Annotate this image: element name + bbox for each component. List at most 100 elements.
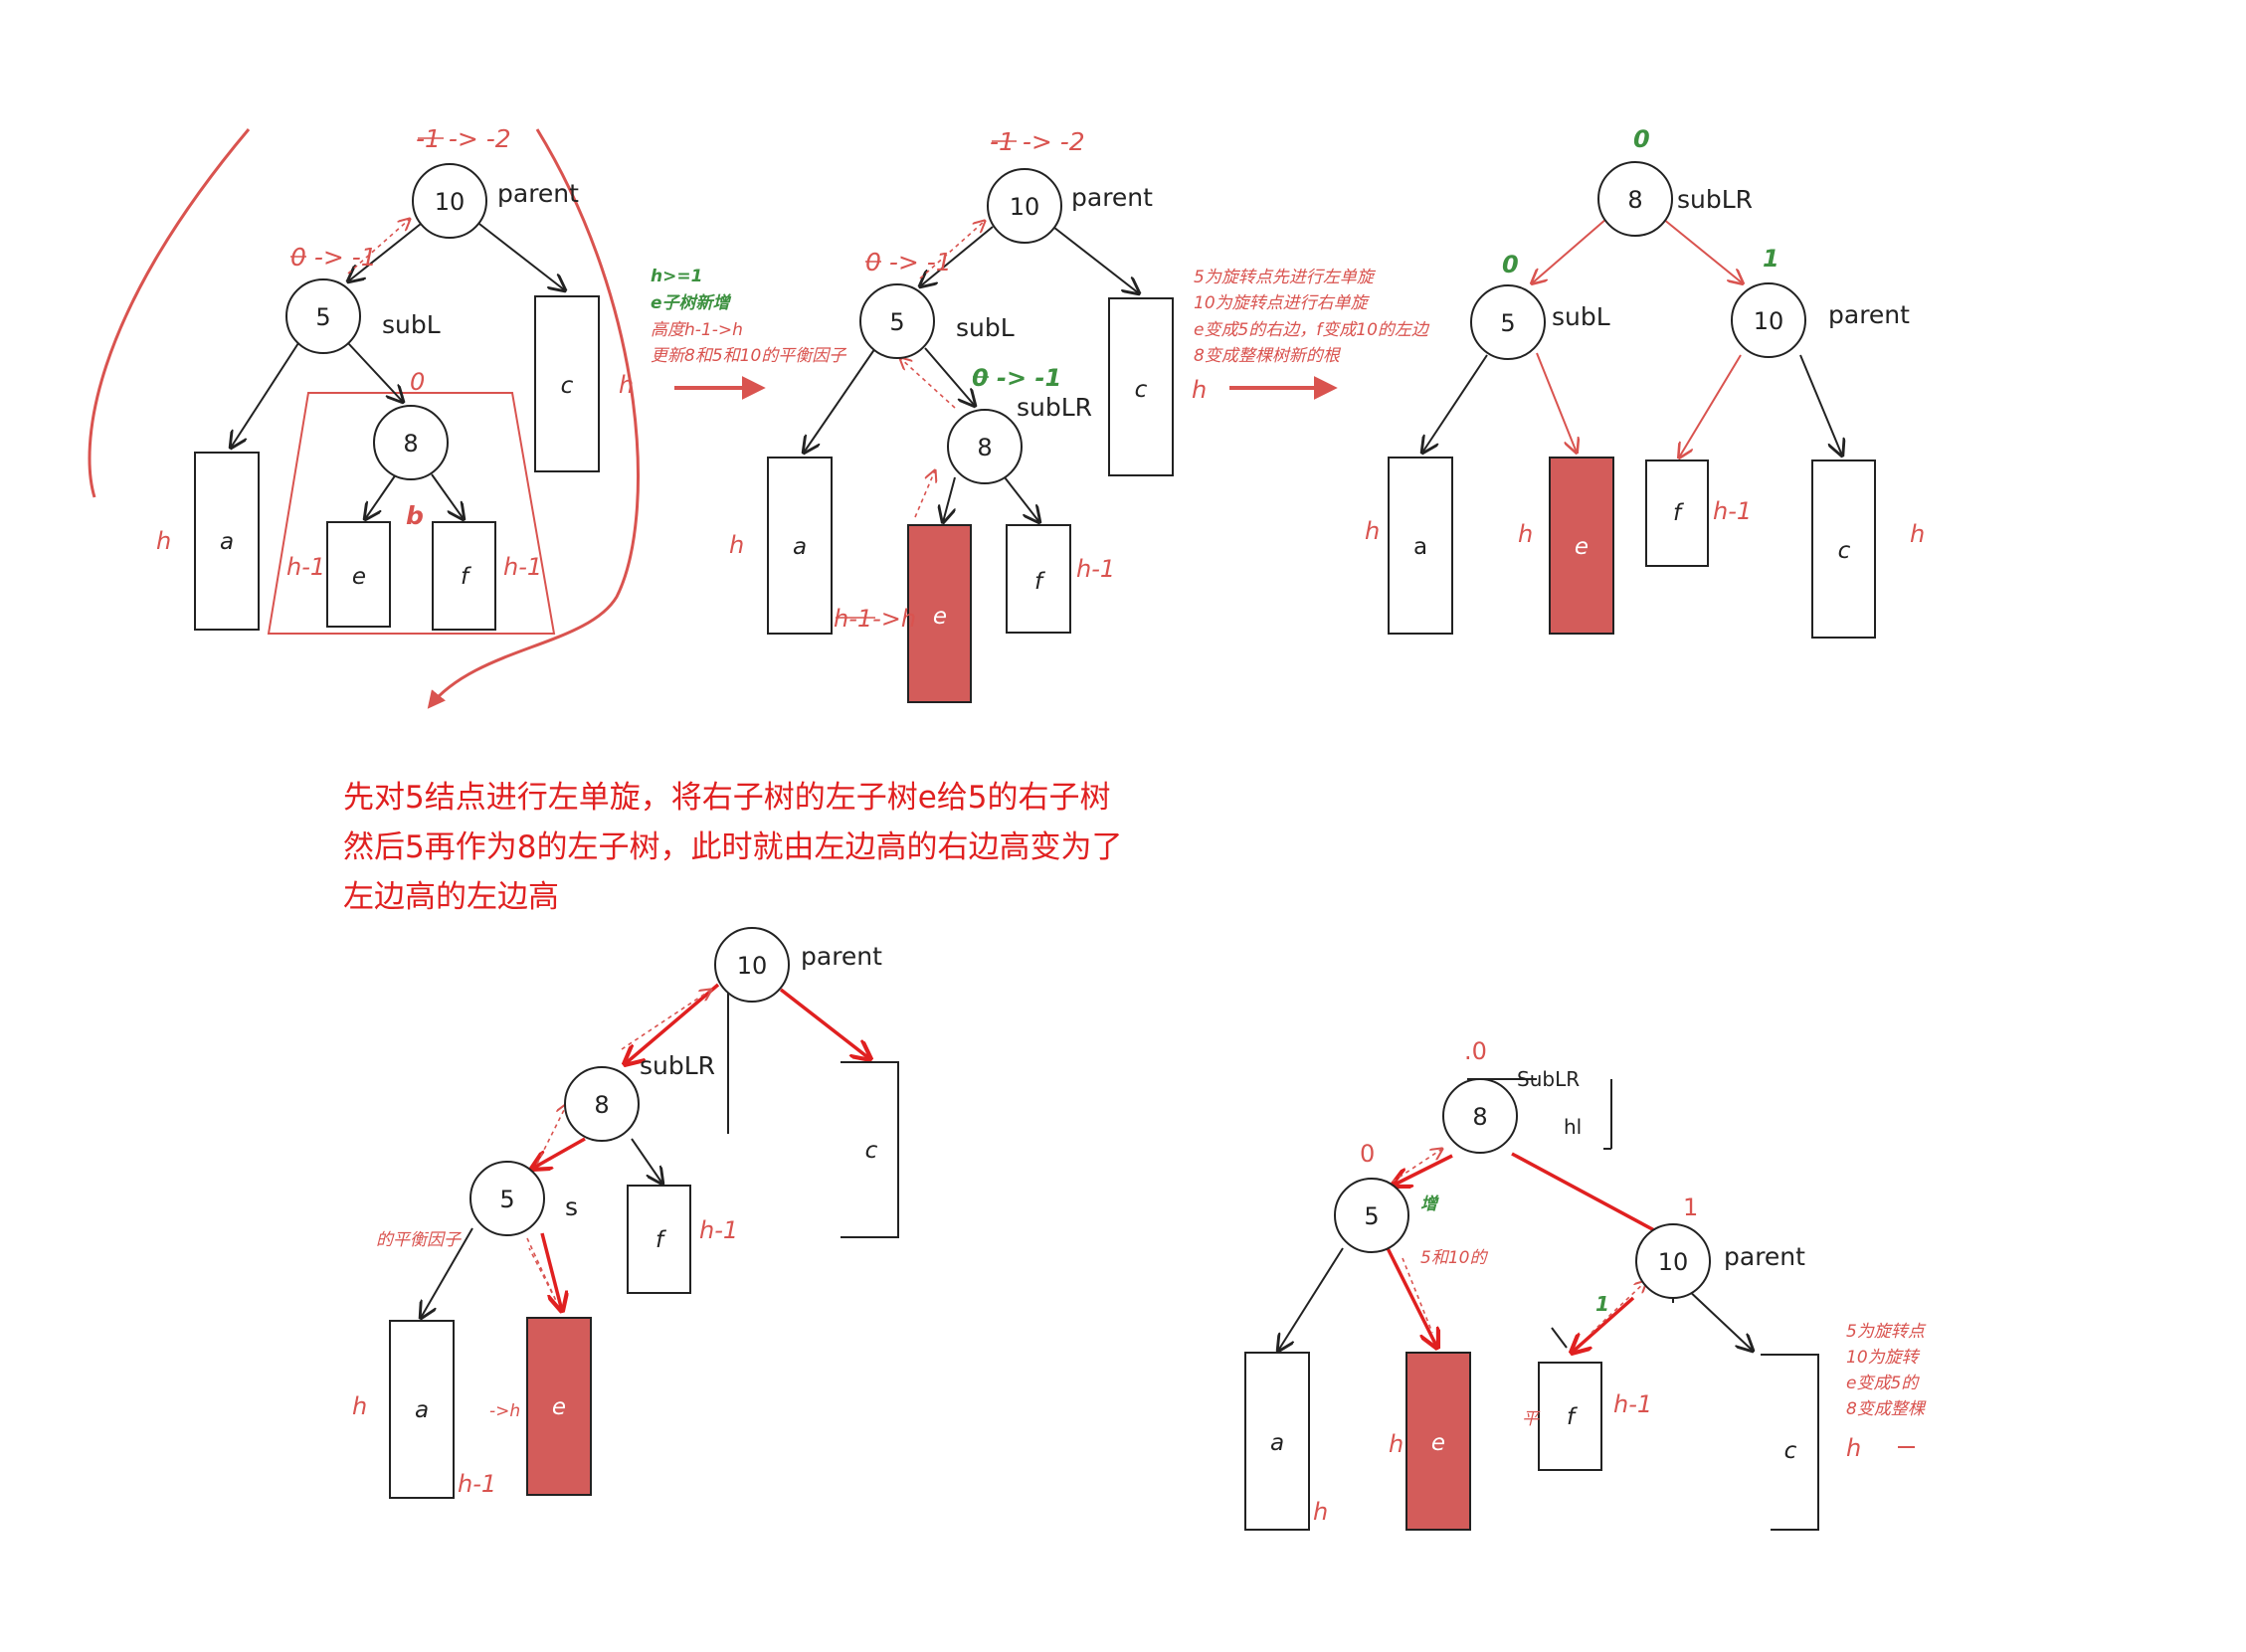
bf-10: 1 xyxy=(1763,245,1779,273)
node-5 xyxy=(859,283,935,359)
note-510-fragment: 5和10的 xyxy=(1420,1248,1488,1268)
h-f: h-1 xyxy=(1613,1390,1652,1418)
box-e-label: e xyxy=(1431,1430,1445,1456)
box-a-label: a xyxy=(220,529,234,555)
box-a xyxy=(194,452,260,631)
bf-8: .0 xyxy=(1464,1037,1487,1065)
box-e xyxy=(1405,1352,1471,1531)
node-8 xyxy=(1442,1078,1518,1154)
h-e: h-1->h xyxy=(834,605,916,633)
note1-line1: h>=1 xyxy=(651,267,702,286)
h-c: h xyxy=(1192,376,1207,404)
box-c-label: c xyxy=(1784,1438,1797,1464)
node-8-label: 8 xyxy=(594,1091,609,1119)
node-10 xyxy=(1731,282,1806,358)
label-subLR: subLR xyxy=(1677,185,1753,214)
bf-note-fragment: 的平衡因子 xyxy=(376,1230,462,1250)
node-8-label: 8 xyxy=(1472,1103,1487,1131)
node-8-label: 8 xyxy=(977,434,992,461)
box-f xyxy=(1645,459,1709,567)
h-a-bottom: h-1 xyxy=(458,1470,496,1498)
note-ping-fragment: 平 xyxy=(1522,1409,1541,1429)
label-subLR: subLR xyxy=(640,1051,715,1080)
box-f xyxy=(432,521,496,631)
explanation-text: 先对5结点进行左单旋，将右子树的左子树e给5的右子树 然后5再作为8的左子树，此… xyxy=(343,780,1122,915)
box-f-label: f xyxy=(1034,569,1045,595)
box-f-label: f xyxy=(461,564,471,590)
box-c-label: c xyxy=(865,1138,878,1164)
label-parent: parent xyxy=(801,942,882,971)
box-e-label: e xyxy=(933,604,947,630)
box-a-label: a xyxy=(793,534,807,560)
box-f-label: f xyxy=(655,1227,666,1253)
h-a: h xyxy=(729,531,744,559)
note2-line2: 10为旋转点进行右单旋 xyxy=(1194,293,1371,313)
highlight-curve xyxy=(88,128,251,498)
label-subLR: subLR xyxy=(1017,393,1092,422)
node-10-label: 10 xyxy=(435,188,466,216)
node-8 xyxy=(564,1066,640,1142)
node-5-label: 5 xyxy=(499,1186,514,1213)
box-f xyxy=(1006,524,1071,634)
node-8 xyxy=(373,405,449,480)
panel-4-left-rotation: 10 8 5 a e f c parent subLR s h ->h h-1 … xyxy=(352,927,899,1499)
box-a-label: a xyxy=(1270,1430,1284,1456)
panel-2-after-insert: 10 5 8 a e f c parent subL subLR -1 -> -… xyxy=(729,127,1207,703)
box-c xyxy=(534,295,600,472)
bf-10: 1 xyxy=(1683,1193,1698,1221)
highlight-curve-right xyxy=(427,128,640,709)
box-c xyxy=(1108,297,1174,476)
note-5rot-frag-1: 5为旋转点 xyxy=(1846,1322,1927,1342)
node-10 xyxy=(1635,1223,1711,1299)
box-a xyxy=(389,1320,455,1499)
bf-8: 0 xyxy=(1633,125,1650,153)
h-e: h-1 xyxy=(286,553,325,581)
h-c: h xyxy=(619,371,634,399)
note2-line3: e变成5的右边，f变成10的左边 xyxy=(1194,320,1430,340)
h-f: h-1 xyxy=(1713,497,1752,525)
note2-line4: 8变成整棵树新的根 xyxy=(1194,346,1342,366)
subtree-trapezoid xyxy=(267,392,556,635)
label-subL: subL xyxy=(1552,302,1610,331)
label-subL: subL xyxy=(956,313,1015,342)
node-10-label: 10 xyxy=(1010,193,1040,221)
box-a xyxy=(1244,1352,1310,1531)
box-e xyxy=(526,1317,592,1496)
box-a xyxy=(1388,457,1453,635)
note2-line1: 5为旋转点先进行左单旋 xyxy=(1194,268,1377,287)
node-5-label: 5 xyxy=(889,308,904,336)
box-e xyxy=(326,521,391,628)
arrow-1: h>=1 e子树新增 高度h-1->h 更新8和5和10的平衡因子 xyxy=(651,267,846,400)
box-a xyxy=(767,457,833,635)
note-5rot-frag-3: e变成5的 xyxy=(1846,1374,1920,1393)
node-8-label: 8 xyxy=(403,430,418,458)
label-subL-fragment: s xyxy=(565,1193,578,1221)
note1-line3: 高度h-1->h xyxy=(651,320,743,340)
node-8-label: 8 xyxy=(1627,186,1642,214)
node-5 xyxy=(1334,1178,1409,1253)
node-10-label: 10 xyxy=(1658,1248,1689,1276)
h-a: h xyxy=(1313,1498,1328,1526)
label-parent: parent xyxy=(497,179,579,208)
node-5 xyxy=(469,1161,545,1236)
box-e xyxy=(1549,457,1614,635)
h-c: h xyxy=(1846,1434,1861,1462)
note-5rot-frag-2: 10为旋转 xyxy=(1846,1348,1921,1368)
trap-label-b: b xyxy=(406,501,424,530)
note-zeng-fragment: 增 xyxy=(1420,1194,1439,1214)
h-f: h-1 xyxy=(1076,555,1115,583)
h-f: h-1 xyxy=(503,553,542,581)
box-f xyxy=(1538,1362,1602,1471)
explain-line-1: 先对5结点进行左单旋，将右子树的左子树e给5的右子树 xyxy=(343,780,1111,816)
bf-8: 0 xyxy=(410,368,425,396)
label-subL: subL xyxy=(382,310,441,339)
label-parent: parent xyxy=(1828,300,1910,329)
box-c xyxy=(1811,459,1876,639)
node-8-root xyxy=(1597,161,1673,237)
box-e-label: e xyxy=(352,564,366,590)
node-8 xyxy=(947,409,1023,484)
box-e xyxy=(907,524,972,703)
node-5-label: 5 xyxy=(315,303,330,331)
hl-fragment: hl xyxy=(1564,1115,1582,1139)
